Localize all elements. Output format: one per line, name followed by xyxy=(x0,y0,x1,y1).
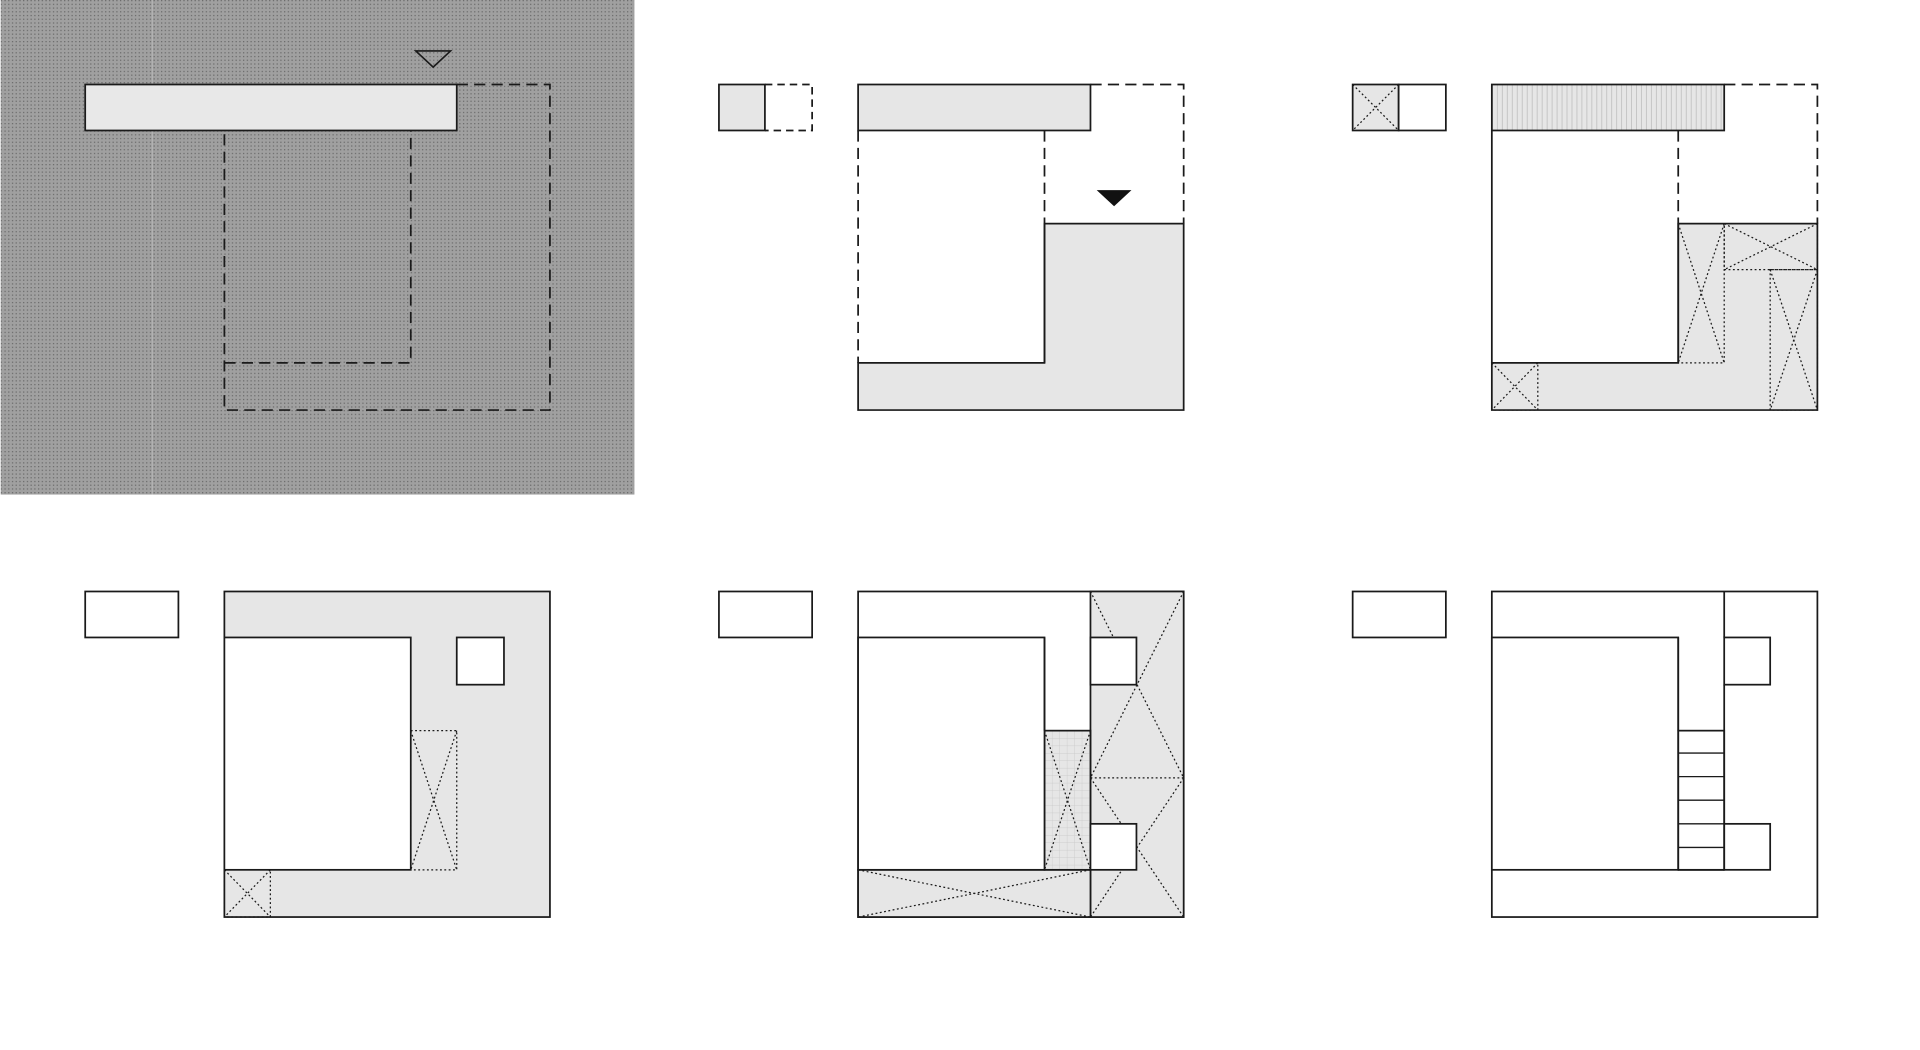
floor-plan-5 xyxy=(718,590,1185,918)
panel-1-background xyxy=(0,0,635,495)
panel-6-key-box xyxy=(1351,590,1447,639)
panel-6-small-room-lower xyxy=(1723,822,1772,871)
floor-plan-1 xyxy=(0,0,635,495)
entrance-marker-filled-icon xyxy=(1096,190,1132,207)
panel-5-key-box xyxy=(718,590,813,639)
panel-1-top-bar xyxy=(84,83,458,132)
panel-4-small-room xyxy=(455,636,505,686)
panel-2-top-bar xyxy=(857,83,1092,132)
panel-6-main-room xyxy=(1490,636,1680,871)
panel-4-dotted-cross-zones xyxy=(223,730,458,918)
panel-3-lshape-fill xyxy=(1490,222,1819,411)
floor-plan-2 xyxy=(718,83,1185,411)
panel-2-lshape-fill xyxy=(857,222,1185,411)
panel-3-dotted-cross-zones xyxy=(1491,223,1819,411)
panel-4-key-box xyxy=(84,590,180,639)
panel-5-small-room-upper xyxy=(1089,636,1138,686)
floor-plan-3 xyxy=(1351,83,1819,411)
panel-5-small-room-lower xyxy=(1089,822,1138,871)
panel-3-key-empty-box xyxy=(1397,83,1447,132)
panel-1-dashed-outline xyxy=(223,83,551,411)
panel-3-top-bar-striped xyxy=(1490,83,1726,132)
panel-4-main-room xyxy=(223,636,412,871)
panel-6-small-room-upper xyxy=(1723,636,1772,686)
floor-plan-4 xyxy=(84,590,551,918)
panel-2-key-solid xyxy=(718,83,766,132)
panel-3-key-cross-box xyxy=(1351,83,1400,132)
floor-plan-6 xyxy=(1351,590,1819,918)
panel-3-dashed-top xyxy=(1724,83,1819,224)
entrance-marker-icon xyxy=(413,50,453,69)
panel-2-dashed-right xyxy=(1090,83,1185,224)
panel-2-key-dashed xyxy=(764,83,813,132)
panel-1-dashed-inner xyxy=(224,130,412,364)
panel-5-main-room xyxy=(857,636,1046,871)
